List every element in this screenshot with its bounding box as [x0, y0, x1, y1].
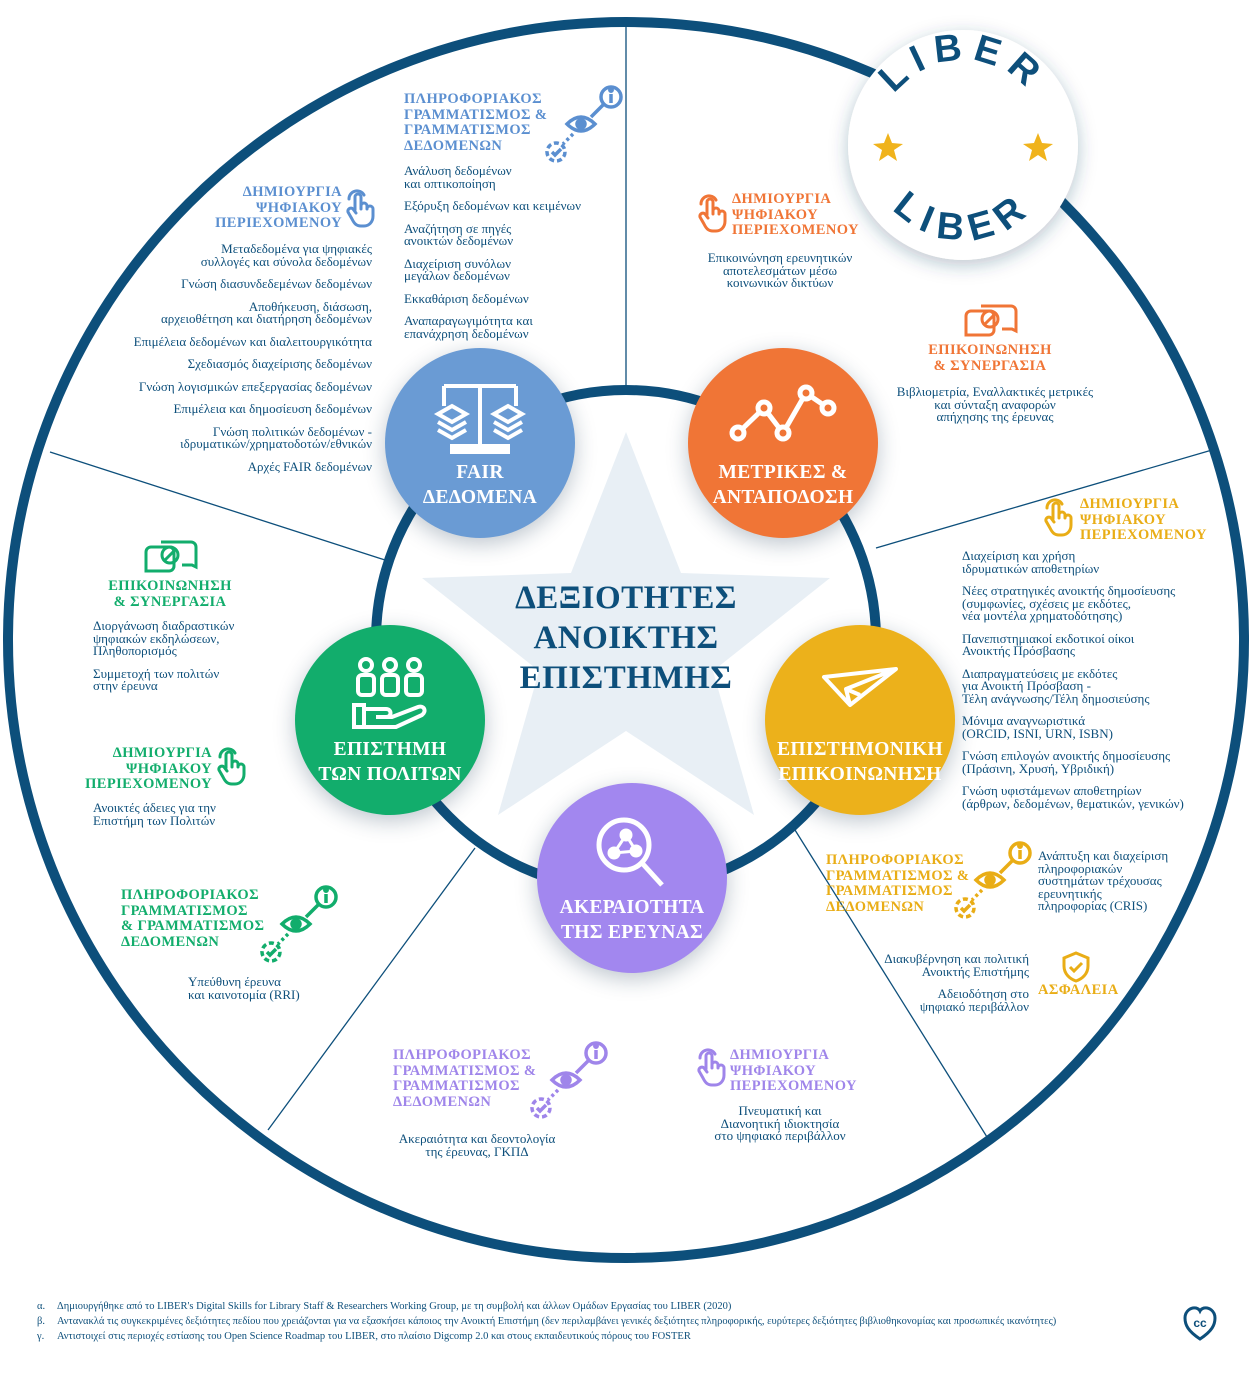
- pointer-hand-icon: [217, 746, 247, 790]
- skill-item: Γνώση διασυνδεδεμένων δεδομένων: [181, 276, 372, 291]
- liber-logo: [848, 30, 1078, 260]
- shield-check-icon: [1062, 951, 1090, 987]
- skill-item: Βιβλιομετρία, Εναλλακτικές μετρικές και …: [896, 384, 1094, 424]
- skill-item: Γνώση πολιτικών δεδομένων - ιδρυματικών/…: [180, 423, 372, 451]
- skill-item: Γνώση υφιστάμενων αποθετηρίων (άρθρων, δ…: [962, 783, 1184, 811]
- area-label: ΑΚΕΡΑΙΟΤΗΤΑ ΤΗΣ ΕΡΕΥΝΑΣ: [559, 897, 705, 943]
- skill-item: Σχεδιασμός διαχείρισης δεδομένων: [187, 356, 372, 371]
- competence-heading: ΔΗΜΙΟΥΡΓΙΑ ΨΗΦΙΑΚΟΥ ΠΕΡΙΕΧΟΜΕΝΟΥ: [732, 191, 859, 238]
- center-title: ΔΕΞΙΟΤΗΤΕΣ ΑΝΟΙΚΤΗΣ ΕΠΙΣΤΗΜΗΣ: [515, 580, 737, 696]
- eye-info-icon: [543, 84, 625, 170]
- skill-list: Ανοικτές άδειες για την Επιστήμη των Πολ…: [93, 800, 216, 837]
- skill-item: Διαχείριση συνόλων μεγάλων δεδομένων: [404, 255, 511, 283]
- skill-list: Βιβλιομετρία, Εναλλακτικές μετρικές και …: [896, 384, 1094, 434]
- footnote: γ. Αντιστοιχεί στις περιοχές εστίασης του…: [37, 1329, 1157, 1344]
- skill-item: Ακεραιότητα και δεοντολογία της έρευνας,…: [398, 1131, 556, 1159]
- skill-item: Πνευματική και Διανοητική ιδιοκτησία στο…: [714, 1103, 846, 1143]
- skill-list: Ανάπτυξη και διαχείριση πληροφοριακών συ…: [1038, 848, 1169, 923]
- competence-heading: ΠΛΗΡΟΦΟΡΙΑΚΟΣ ΓΡΑΜΜΑΤΙΣΜΟΣ & ΓΡΑΜΜΑΤΙΣΜΟ…: [393, 1047, 537, 1110]
- skill-item: Συμμετοχή των πολιτών στην έρευνα: [93, 665, 220, 693]
- area-citizen-circle: ΕΠΙΣΤΗΜΗ ΤΩΝ ΠΟΛΙΤΩΝ: [295, 625, 485, 815]
- skill-item: Ανάλυση δεδομένων και οπτικοποίηση: [404, 163, 512, 191]
- skill-list: Διακυβέρνηση και πολιτική Ανοικτής Επιστ…: [884, 951, 1029, 1023]
- skill-list: Πνευματική και Διανοητική ιδιοκτησία στο…: [714, 1103, 846, 1153]
- pointer-hand-icon: [1044, 497, 1074, 541]
- skill-item: Αποθήκευση, διάσωση, αρχειοθέτηση και δι…: [160, 298, 372, 326]
- competence-heading: ΔΗΜΙΟΥΡΓΙΑ ΨΗΦΙΑΚΟΥ ΠΕΡΙΕΧΟΜΕΝΟΥ: [1080, 496, 1207, 543]
- skill-list: Ακεραιότητα και δεοντολογία της έρευνας,…: [398, 1131, 556, 1168]
- skill-item: Διαπραγματεύσεις με εκδότες για Ανοικτή …: [962, 665, 1150, 706]
- skill-item: Πανεπιστημιακοί εκδοτικοί οίκοι Ανοικτής…: [962, 630, 1135, 658]
- skill-item: Εκκαθάριση δεδομένων: [404, 290, 529, 306]
- area-scicomm-circle: ΕΠΙΣΤΗΜΟΝΙΚΗ ΕΠΙΚΟΙΝΩΝΗΣΗ: [765, 625, 955, 815]
- area-integrity-circle: ΑΚΕΡΑΙΟΤΗΤΑ ΤΗΣ ΕΡΕΥΝΑΣ: [537, 783, 727, 973]
- skill-item: Επιμέλεια δεδομένων και διαλειτουργικότη…: [133, 333, 372, 349]
- chat-bubbles-icon: [143, 538, 199, 580]
- skill-item: Διαχείριση και χρήση ιδρυματικών αποθετη…: [962, 548, 1100, 576]
- pointer-hand-icon: [346, 188, 376, 232]
- skill-item: Επικοινώνηση ερευνητικών αποτελεσμάτων μ…: [707, 250, 853, 290]
- competence-heading: ΑΣΦΑΛΕΙΑ: [1038, 982, 1119, 998]
- skill-item: Γνώση λογισμικών επεξεργασίας δεδομένων: [138, 378, 372, 394]
- skill-item: Διακυβέρνηση και πολιτική Ανοικτής Επιστ…: [884, 951, 1029, 979]
- sector-dividers: [49, 24, 1213, 1138]
- footnote-marker: γ.: [37, 1331, 45, 1342]
- skill-list: Επικοινώνηση ερευνητικών αποτελεσμάτων μ…: [707, 250, 853, 300]
- skill-item: Εξόρυξη δεδομένων και κειμένων: [404, 198, 581, 213]
- outer-ring: [3, 17, 1249, 1263]
- competence-heading: ΕΠΙΚΟΙΝΩΝΗΣΗ & ΣΥΝΕΡΓΑΣΙΑ: [928, 342, 1052, 374]
- footnote: β. Αντανακλά τις συγκεκριμένες δεξιότητες…: [37, 1314, 1157, 1329]
- competence-heading: ΠΛΗΡΟΦΟΡΙΑΚΟΣ ΓΡΑΜΜΑΤΙΣΜΟΣ & ΓΡΑΜΜΑΤΙΣΜΟ…: [826, 852, 970, 915]
- center-star: [422, 432, 830, 815]
- competence-heading: ΔΗΜΙΟΥΡΓΙΑ ΨΗΦΙΑΚΟΥ ΠΕΡΙΕΧΟΜΕΝΟΥ: [85, 745, 212, 792]
- skill-list: Διοργάνωση διαδραστικών ψηφιακών εκδηλώσ…: [93, 618, 235, 703]
- area-fair-circle: FAIR ΔΕΔΟΜΕΝΑ: [385, 348, 575, 538]
- skill-item: Ανάπτυξη και διαχείριση πληροφοριακών συ…: [1038, 848, 1169, 913]
- footnote-text: Αντανακλά τις συγκεκριμένες δεξιότητες π…: [57, 1316, 1057, 1327]
- pointer-hand-icon: [697, 1047, 727, 1091]
- area-label: ΜΕΤΡΙΚΕΣ & ΑΝΤΑΠΟΔΟΣΗ: [712, 462, 854, 508]
- competence-heading: ΔΗΜΙΟΥΡΓΙΑ ΨΗΦΙΑΚΟΥ ΠΕΡΙΕΧΟΜΕΝΟΥ: [730, 1047, 857, 1094]
- eye-info-icon: [528, 1040, 610, 1126]
- svg-text:cc: cc: [1193, 1316, 1207, 1330]
- skill-item: Αδειοδότηση στο ψηφιακό περιβάλλον: [919, 986, 1029, 1014]
- area-metrics-circle: ΜΕΤΡΙΚΕΣ & ΑΝΤΑΠΟΔΟΣΗ: [688, 348, 878, 538]
- footnote-text: Δημιουργήθηκε από το LIBER's Digital Ski…: [57, 1301, 732, 1312]
- skill-list: Διαχείριση και χρήση ιδρυματικών αποθετη…: [962, 548, 1184, 820]
- skill-item: Νέες στρατηγικές ανοικτής δημοσίευσης (σ…: [962, 583, 1176, 623]
- footnote: α. Δημιουργήθηκε από το LIBER's Digital S…: [37, 1299, 1157, 1314]
- footnote-marker: β.: [37, 1316, 45, 1327]
- skill-item: Μόνιμα αναγνωριστικά (ORCID, ISNI, URN, …: [962, 713, 1113, 741]
- competence-heading: ΠΛΗΡΟΦΟΡΙΑΚΟΣ ΓΡΑΜΜΑΤΙΣΜΟΣ & ΓΡΑΜΜΑΤΙΣΜΟ…: [404, 91, 548, 154]
- skill-item: Αναζήτηση σε πηγές ανοικτών δεδομένων: [404, 220, 514, 248]
- footnotes: α. Δημιουργήθηκε από το LIBER's Digital S…: [37, 1299, 1157, 1344]
- skill-item: Ανοικτές άδειες για την Επιστήμη των Πολ…: [93, 800, 216, 828]
- footnote-marker: α.: [37, 1301, 46, 1312]
- eye-info-icon: [952, 840, 1034, 926]
- skill-list: Υπεύθυνη έρευνα και καινοτομία (RRI): [188, 974, 300, 1011]
- cc-license-icon: cc: [1183, 1306, 1217, 1341]
- competence-heading: ΔΗΜΙΟΥΡΓΙΑ ΨΗΦΙΑΚΟΥ ΠΕΡΙΕΧΟΜΕΝΟΥ: [215, 184, 342, 231]
- footnote-text: Αντιστοιχεί στις περιοχές εστίασης του O…: [57, 1331, 691, 1342]
- skill-item: Αρχές FAIR δεδομένων: [247, 458, 372, 474]
- area-label: ΕΠΙΣΤΗΜΗ ΤΩΝ ΠΟΛΙΤΩΝ: [318, 739, 462, 785]
- skill-list: Μεταδεδομένα για ψηφιακές συλλογές και σ…: [133, 241, 372, 483]
- chat-bubbles-icon: [963, 302, 1019, 344]
- pointer-hand-icon: [698, 193, 728, 237]
- area-label: ΕΠΙΣΤΗΜΟΝΙΚΗ ΕΠΙΚΟΙΝΩΝΗΣΗ: [777, 739, 943, 785]
- competence-heading: ΕΠΙΚΟΙΝΩΝΗΣΗ & ΣΥΝΕΡΓΑΣΙΑ: [108, 578, 232, 610]
- liber-star-icons: [873, 133, 1053, 161]
- skill-item: Επιμέλεια και δημοσίευση δεδομένων: [173, 401, 372, 416]
- skill-item: Γνώση επιλογών ανοικτής δημοσίευσης (Πρά…: [962, 748, 1171, 776]
- skill-item: Μεταδεδομένα για ψηφιακές συλλογές και σ…: [200, 241, 372, 269]
- area-label: FAIR ΔΕΔΟΜΕΝΑ: [422, 462, 538, 508]
- skill-item: Υπεύθυνη έρευνα και καινοτομία (RRI): [188, 974, 300, 1002]
- competence-heading: ΠΛΗΡΟΦΟΡΙΑΚΟΣ ΓΡΑΜΜΑΤΙΣΜΟΣ & ΓΡΑΜΜΑΤΙΣΜΟ…: [121, 887, 265, 950]
- skill-item: Διοργάνωση διαδραστικών ψηφιακών εκδηλώσ…: [93, 618, 235, 658]
- eye-info-icon: [258, 884, 340, 970]
- skill-item: Αναπαραγωγιμότητα και επανάχρηση δεδομέν…: [404, 313, 533, 341]
